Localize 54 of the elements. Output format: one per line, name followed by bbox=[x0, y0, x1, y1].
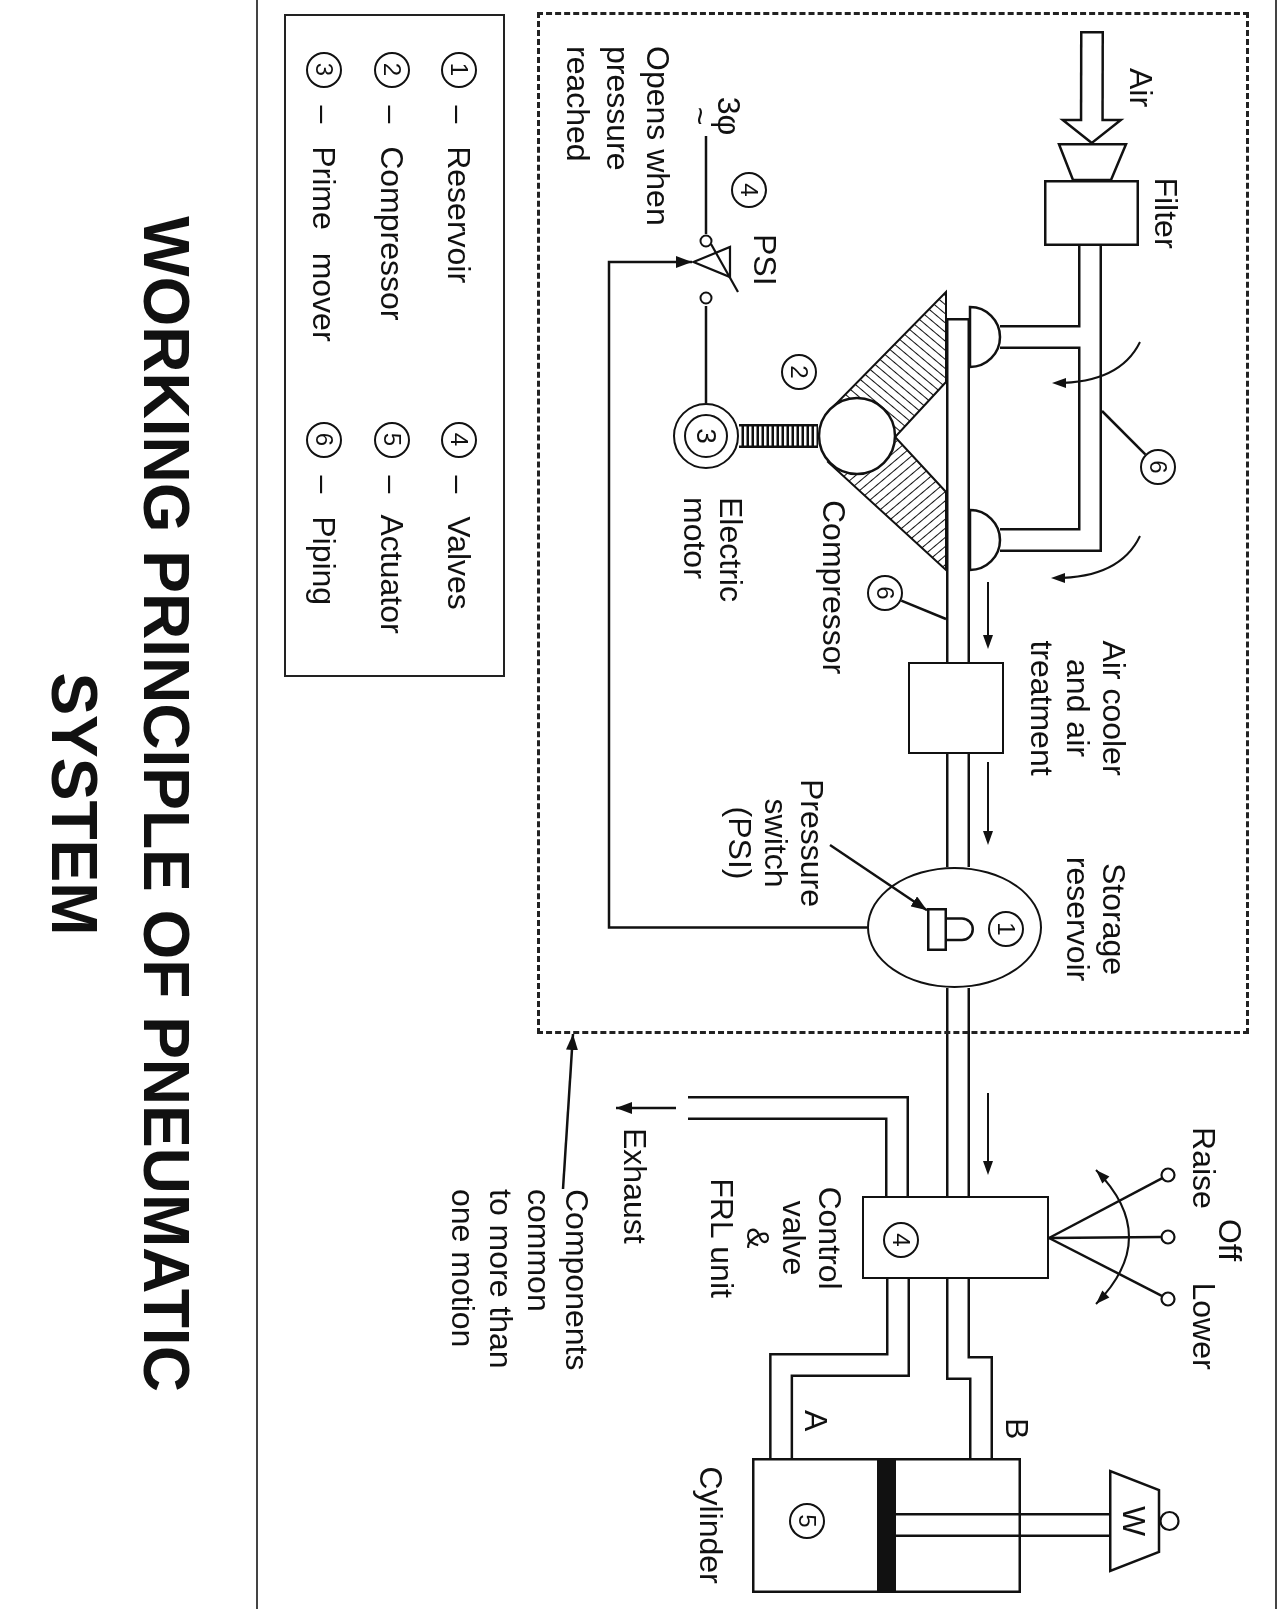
part-label: Storage reservoir bbox=[1060, 856, 1132, 982]
legend-text: – Valves bbox=[441, 475, 478, 610]
callout-number: 3 bbox=[306, 51, 343, 88]
part-label: PSI bbox=[747, 234, 783, 286]
annotation-text: Components common to more than one motion bbox=[444, 1189, 596, 1371]
legend-box bbox=[284, 14, 505, 677]
part-label: W bbox=[1116, 1505, 1152, 1537]
exhaust-pipe bbox=[616, 1096, 909, 1196]
callout-number: 5 bbox=[789, 1503, 825, 1539]
pipe bbox=[946, 572, 970, 662]
part-label: Electric motor bbox=[677, 497, 749, 602]
pipe bbox=[946, 1279, 993, 1458]
switch-position-label: Lower bbox=[1186, 1282, 1222, 1370]
callout-number: 6 bbox=[306, 421, 343, 458]
switch-position-label: Off bbox=[1212, 1218, 1248, 1262]
air-inlet-arrow bbox=[1059, 30, 1125, 145]
part-label: Filter bbox=[1148, 177, 1184, 249]
part-label: Air cooler and air treatment bbox=[1024, 640, 1132, 776]
pipe bbox=[946, 754, 970, 867]
callout-number: 2 bbox=[781, 354, 817, 390]
callout-number: 1 bbox=[988, 911, 1024, 947]
part-label: Compressor bbox=[816, 500, 852, 675]
leader-line bbox=[1101, 410, 1147, 456]
leader-line bbox=[561, 1033, 578, 1190]
part-label: Cylinder bbox=[693, 1466, 729, 1584]
pipe bbox=[769, 1279, 910, 1458]
dashed-boundary bbox=[537, 12, 1249, 1034]
leader-line bbox=[829, 843, 928, 912]
diagram-title: WORKING PRINCIPLE OF PNEUMATIC SYSTEM bbox=[37, 215, 203, 1394]
callout-number: 2 bbox=[374, 51, 411, 88]
drive-shaft bbox=[739, 424, 818, 448]
part-label: Control valve & FRL unit bbox=[704, 1178, 848, 1298]
pressure-switch-symbol bbox=[927, 908, 974, 953]
callout-number: 6 bbox=[1140, 449, 1176, 485]
switch-position-label: Raise bbox=[1186, 1127, 1222, 1209]
legend-text: – Reservoir bbox=[441, 105, 478, 284]
callout-number: 1 bbox=[441, 51, 478, 88]
legend-text: – Actuator bbox=[374, 475, 411, 634]
pipe bbox=[1000, 246, 1102, 552]
callout-number: 4 bbox=[731, 172, 767, 208]
legend-text: – Compressor bbox=[374, 105, 411, 321]
piston-rod bbox=[1021, 1513, 1109, 1537]
control-line bbox=[607, 256, 867, 929]
pipe bbox=[946, 988, 970, 1196]
callout-number: 6 bbox=[867, 575, 903, 611]
legend-text: – Piping bbox=[306, 475, 343, 606]
annotation-text: Opens when pressure reached bbox=[559, 46, 677, 226]
leader-line bbox=[900, 599, 947, 621]
wire bbox=[704, 136, 708, 234]
callout-number: 5 bbox=[374, 421, 411, 458]
callout-number: 4 bbox=[441, 421, 478, 458]
wire bbox=[704, 306, 708, 403]
annotation-text: Pressure switch (PSI) bbox=[722, 779, 830, 907]
legend-text: – Prime mover bbox=[306, 105, 343, 342]
